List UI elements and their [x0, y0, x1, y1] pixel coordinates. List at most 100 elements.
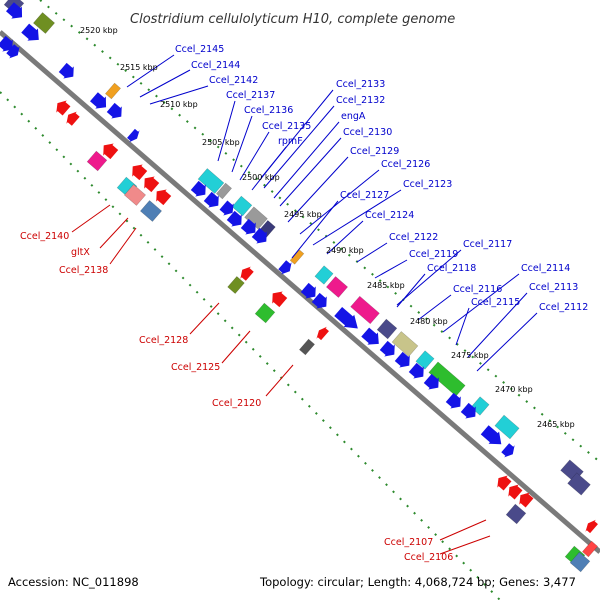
gene-leader-line — [455, 307, 470, 346]
gene-label-reverse[interactable]: gltX — [71, 247, 90, 258]
kbp-tick-label: 2490 kbp — [326, 246, 364, 255]
gene-leader-line — [291, 200, 339, 259]
gene-leader-line — [239, 131, 270, 181]
gene-arrow — [423, 373, 439, 390]
gene-label-reverse[interactable]: Ccel_2128 — [139, 335, 188, 346]
gene-arrow — [190, 180, 206, 197]
gene-feature-block — [494, 414, 520, 440]
gene-feature-block — [376, 318, 398, 340]
gene-label-forward[interactable]: Ccel_2123 — [403, 179, 452, 190]
gene-label-forward[interactable]: Ccel_2119 — [409, 249, 458, 260]
gene-leader-line — [217, 100, 236, 162]
gene-label-forward[interactable]: Ccel_2132 — [336, 95, 385, 106]
gene-label-forward[interactable]: Ccel_2124 — [365, 210, 414, 221]
gene-leader-line — [439, 519, 487, 541]
gene-leader-line — [221, 330, 251, 364]
gene-leader-line — [396, 249, 462, 306]
gene-arrow — [394, 351, 410, 368]
outer-dotted-guide — [39, 0, 600, 463]
gene-leader-line — [312, 189, 402, 246]
gene-label-forward[interactable]: Ccel_2126 — [381, 159, 430, 170]
gene-feature-block — [216, 182, 232, 200]
gene-arrow-reverse — [316, 326, 329, 341]
gene-arrow-reverse — [497, 475, 512, 491]
gene-label-forward[interactable]: Ccel_2116 — [453, 284, 502, 295]
gene-label-forward[interactable]: engA — [341, 111, 366, 122]
gene-arrow — [226, 210, 242, 227]
gene-arrow — [408, 362, 424, 379]
gene-label-reverse[interactable]: Ccel_2138 — [59, 265, 108, 276]
kbp-tick-label: 2500 kbp — [242, 173, 280, 182]
gene-label-forward[interactable]: Ccel_2127 — [340, 190, 389, 201]
gene-feature-block — [415, 350, 435, 370]
gene-arrow — [251, 227, 267, 244]
gene-label-forward[interactable]: Ccel_2133 — [336, 79, 385, 90]
gene-leader-line — [326, 220, 364, 255]
gene-feature-block — [254, 302, 276, 324]
kbp-tick-label: 2515 kbp — [120, 63, 158, 72]
gene-label-forward[interactable]: Ccel_2129 — [350, 146, 399, 157]
gene-feature-block — [299, 338, 315, 356]
gene-leader-line — [149, 85, 209, 105]
gene-label-reverse[interactable]: Ccel_2140 — [20, 231, 69, 242]
gene-label-reverse[interactable]: Ccel_2125 — [171, 362, 220, 373]
gene-label-forward[interactable]: Ccel_2142 — [209, 75, 258, 86]
gene-label-forward[interactable]: Ccel_2122 — [389, 232, 438, 243]
gene-label-forward[interactable]: Ccel_2130 — [343, 127, 392, 138]
gene-label-forward[interactable]: Ccel_2112 — [539, 302, 588, 313]
gene-feature-block — [428, 361, 466, 397]
gene-label-forward[interactable]: Ccel_2137 — [226, 90, 275, 101]
gene-leader-line — [476, 312, 538, 372]
gene-label-forward[interactable]: Ccel_2114 — [521, 263, 570, 274]
gene-arrow — [361, 327, 379, 345]
gene-arrow — [460, 402, 476, 419]
gene-arrow — [90, 92, 107, 109]
gene-leader-line — [231, 115, 253, 173]
gene-arrow — [480, 425, 502, 445]
gene-feature-block — [326, 276, 348, 298]
topology-text: Topology: circular; Length: 4,068,724 bp… — [259, 575, 576, 589]
gene-arrow — [219, 200, 234, 216]
gene-arrow-reverse — [144, 176, 160, 193]
kbp-tick-label: 2465 kbp — [537, 420, 575, 429]
gene-label-forward[interactable]: Ccel_2145 — [175, 44, 224, 55]
gene-leader-line — [263, 105, 335, 189]
gene-feature-block — [569, 551, 591, 573]
gene-label-reverse[interactable]: Ccel_2107 — [384, 537, 433, 548]
gene-feature-block — [231, 195, 253, 217]
gene-arrow — [300, 282, 316, 299]
map-title: Clostridium cellulolyticum H10, complete… — [130, 12, 455, 27]
gene-leader-line — [287, 156, 349, 223]
gene-leader-line — [417, 294, 452, 321]
gene-label-forward[interactable]: Ccel_2118 — [427, 263, 476, 274]
gene-feature-block — [227, 276, 245, 294]
kbp-tick-label: 2485 kbp — [367, 281, 405, 290]
gene-arrow-reverse — [132, 164, 148, 181]
gene-feature-block — [140, 200, 162, 222]
gene-leader-line — [439, 535, 491, 555]
gene-label-forward[interactable]: Ccel_2144 — [191, 60, 240, 71]
gene-label-reverse[interactable]: Ccel_2120 — [212, 398, 261, 409]
gene-label-reverse[interactable]: Ccel_2106 — [404, 552, 453, 563]
gene-leader-line — [374, 259, 408, 279]
accession-text: Accession: NC_011898 — [8, 575, 139, 589]
gene-feature-block — [505, 503, 527, 525]
gene-leader-line — [126, 54, 175, 88]
kbp-tick-label: 2475 kbp — [451, 351, 489, 360]
gene-arrow-reverse — [508, 484, 523, 500]
gene-label-forward[interactable]: Ccel_2117 — [463, 239, 512, 250]
gene-feature-block — [33, 12, 55, 34]
gene-label-forward[interactable]: rpmF — [278, 136, 303, 147]
gene-label-forward[interactable]: Ccel_2115 — [471, 297, 520, 308]
gene-arrow — [58, 62, 74, 79]
gene-feature-block — [567, 472, 591, 496]
gene-label-forward[interactable]: Ccel_2113 — [529, 282, 578, 293]
gene-leader-line — [71, 204, 111, 233]
gene-leader-line — [99, 217, 129, 249]
gene-feature-block — [350, 295, 380, 325]
gene-arrow-reverse — [156, 189, 172, 206]
gene-label-forward[interactable]: Ccel_2135 — [262, 121, 311, 132]
kbp-tick-label: 2520 kbp — [80, 26, 118, 35]
gene-label-forward[interactable]: Ccel_2136 — [244, 105, 293, 116]
